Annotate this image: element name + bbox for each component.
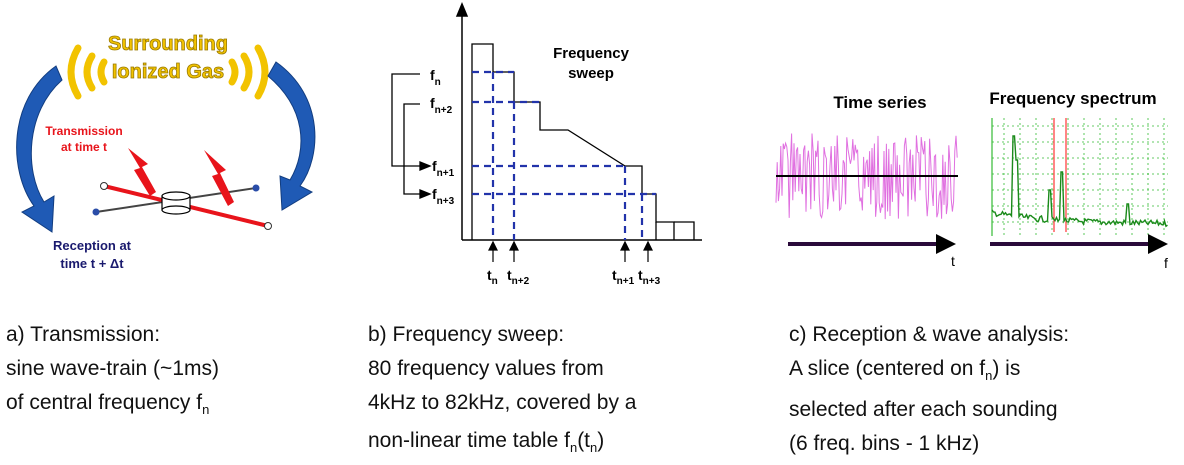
red-antenna-tip-right [264, 222, 272, 230]
sweep-guides [472, 70, 656, 240]
caption-c: c) Reception & wave analysis: A slice (c… [789, 318, 1069, 461]
caption-a-line2: sine wave-train (~1ms) [6, 357, 219, 380]
caption-c-line1: c) Reception & wave analysis: [789, 323, 1070, 346]
frequency-sweep-diagram: fn fn+2 fn+1 fn+3 Frequency sweep tn tn+… [391, 2, 702, 287]
caption-b-line4: non-linear time table fn(tn) [368, 429, 605, 456]
freq-label-fn: fn [430, 67, 441, 88]
freq-axis-arrow [990, 234, 1168, 254]
freq-label-fn1: fn+1 [432, 158, 455, 179]
time-axis-label: t [951, 253, 955, 269]
antenna-tip-left [92, 208, 100, 216]
time-label-tn2: tn+2 [507, 267, 530, 287]
time-label-tn: tn [487, 267, 498, 287]
time-series-title: Time series [833, 93, 926, 112]
left-curved-arrow [16, 65, 63, 233]
time-label-tn3: tn+3 [638, 267, 661, 287]
caption-c-line4: (6 freq. bins - 1 kHz) [789, 432, 980, 456]
antenna-tip-right [252, 184, 260, 192]
time-label-tn1: tn+1 [612, 267, 635, 287]
satellite-body-icon [161, 191, 191, 215]
sweep-axes [455, 2, 702, 241]
wave-analysis-diagram: Time series Frequency spectrum t f [775, 89, 1168, 271]
sweep-staircase [471, 43, 675, 240]
sweep-title-line1: Frequency [553, 45, 630, 62]
spectrum-plot [991, 118, 1168, 236]
transmission-bolt-icons [128, 148, 234, 206]
gas-label-line1: Surrounding [108, 33, 228, 55]
freq-axis-label: f [1164, 255, 1168, 271]
gas-label-line2: Ionized Gas [112, 61, 224, 83]
caption-b-line3: 4kHz to 82kHz, covered by a [368, 391, 637, 414]
sweep-title-line2: sweep [568, 65, 614, 82]
caption-c-line3: selected after each sounding [789, 398, 1058, 422]
right-curved-arrow [267, 61, 316, 211]
transmission-diagram: Surrounding Ionized Gas Transmission at … [16, 33, 316, 271]
caption-c-line2: A slice (centered on fn) is [789, 357, 1021, 384]
caption-a-line3: of central frequency fn [6, 391, 210, 418]
rx-label-line2: time t + Δt [60, 256, 124, 271]
time-labels: tn tn+2 tn+1 tn+3 [487, 267, 661, 287]
rx-label-line1: Reception at [53, 238, 132, 253]
tx-label-line1: Transmission [45, 124, 122, 138]
freq-label-fn2: fn+2 [430, 95, 453, 116]
caption-b-line1: b) Frequency sweep: [368, 323, 565, 346]
time-series-plot [775, 133, 958, 220]
freq-label-fn3: fn+3 [432, 186, 455, 207]
time-arrows [488, 240, 653, 262]
caption-a-line1: a) Transmission: [6, 323, 161, 346]
time-axis-arrow [788, 234, 956, 254]
frequency-brackets [391, 73, 432, 199]
red-antenna-tip-left [100, 182, 108, 190]
caption-a: a) Transmission: sine wave-train (~1ms) … [6, 318, 219, 427]
spectrum-title: Frequency spectrum [989, 89, 1156, 108]
caption-b-line2: 80 frequency values from [368, 357, 604, 380]
tx-label-line2: at time t [61, 140, 107, 154]
ionized-gas-arcs [67, 44, 269, 100]
frequency-labels: fn fn+2 fn+1 fn+3 [430, 67, 455, 207]
caption-b: b) Frequency sweep: 80 frequency values … [368, 318, 636, 465]
